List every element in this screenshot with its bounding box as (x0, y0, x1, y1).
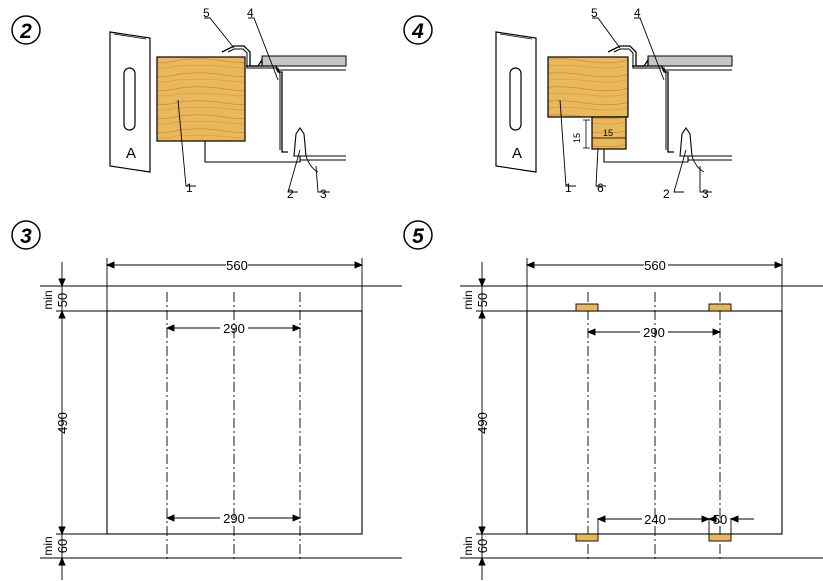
step-number-4: 4 (411, 20, 424, 43)
spacer-block (591, 116, 627, 150)
callout-1: 1 (186, 181, 193, 195)
cabinet-side-panel: A (495, 31, 537, 173)
slot-cutout (123, 67, 136, 131)
callout-2: 2 (663, 187, 670, 201)
dim-height: 490 (55, 412, 70, 434)
dim-min-bottom: min (41, 536, 55, 555)
panel-2: 2 A 1 (11, 6, 347, 201)
dim-bottom-gap: 60 (55, 539, 70, 553)
step-badge-2 (11, 15, 41, 45)
callout-1: 1 (565, 181, 572, 195)
dim-top-gap: 50 (475, 293, 490, 307)
dim-spacer-height: 15 (572, 133, 582, 143)
stamp-letter: A (126, 145, 136, 162)
callout-6: 6 (597, 181, 604, 195)
dim-height: 490 (475, 412, 490, 434)
dim-spacing-bottom: 240 (644, 512, 666, 527)
dim-min-top: min (41, 290, 55, 309)
worktop-profile (607, 45, 733, 153)
callout-3: 3 (702, 187, 709, 201)
step-badge-4 (403, 15, 433, 45)
wood-block (156, 56, 246, 142)
callout-3: 3 (320, 187, 327, 201)
dim-width: 560 (644, 258, 666, 273)
wood-pad-bottom-left (575, 533, 599, 542)
worktop-profile (221, 45, 347, 153)
callout-5: 5 (591, 6, 598, 20)
callout-4: 4 (634, 6, 641, 20)
stamp-letter: A (512, 145, 522, 162)
step-number-2: 2 (19, 20, 32, 43)
dim-spacer-width: 15 (603, 128, 613, 138)
cabinet-side-panel: A (109, 31, 151, 173)
cutout-outline (106, 310, 363, 535)
panel-3: 3 560 min 50 490 m (11, 220, 402, 580)
step-badge-5 (403, 220, 433, 250)
step-badge-3 (11, 220, 41, 250)
slot-cutout (509, 67, 522, 131)
callout-4: 4 (247, 6, 254, 20)
dim-min-bottom: min (461, 536, 475, 555)
dim-spacing-top: 290 (643, 325, 665, 340)
dim-spacing-top: 290 (223, 321, 245, 336)
dim-top-gap: 50 (55, 293, 70, 307)
dim-width: 560 (226, 258, 248, 273)
cutout-outline (526, 310, 783, 535)
fixing-clip (679, 127, 693, 157)
fixing-clip (293, 127, 307, 157)
wood-block (547, 56, 629, 118)
wood-pad-bottom-right (708, 533, 732, 542)
dim-block-width: 50 (713, 512, 727, 527)
callout-2: 2 (287, 187, 294, 201)
dim-spacing-bottom: 290 (223, 511, 245, 526)
panel-5: 5 560 min 50 490 min 60 (403, 220, 823, 580)
step-number-5: 5 (412, 225, 424, 248)
wood-pad-top-left (575, 303, 599, 312)
step-number-3: 3 (20, 225, 32, 248)
dim-bottom-gap: 60 (475, 539, 490, 553)
dim-min-top: min (461, 290, 475, 309)
wood-pad-top-right (708, 303, 732, 312)
panel-4: 4 A 15 15 (403, 6, 733, 201)
callout-5: 5 (203, 6, 210, 20)
